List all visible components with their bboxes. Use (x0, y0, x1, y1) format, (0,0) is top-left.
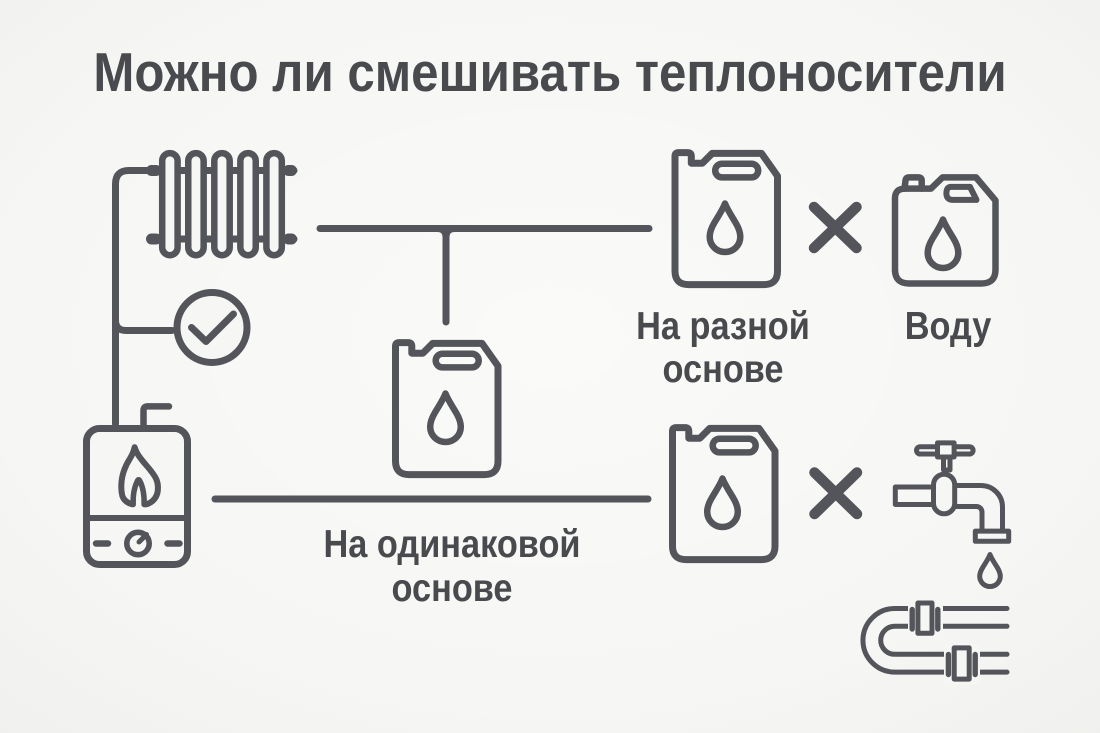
boiler-flue-pipe (140, 403, 173, 431)
label-different-base: На разной основе (582, 305, 864, 391)
label-same-base: На одинаковой основе (311, 523, 593, 611)
pipe-coupler-bottom (944, 643, 980, 685)
water-canister-icon (891, 174, 999, 287)
line-tee-to-middle-canister (433, 225, 459, 326)
pipe-coupler-flanges (945, 651, 978, 678)
jerrycan-icon-same-base (673, 428, 776, 560)
flame-icon (118, 444, 161, 508)
faucet-handle-hub (935, 440, 957, 460)
page-title: Можно ли смешивать теплоносители (93, 41, 1007, 103)
radiator-section (211, 149, 233, 259)
water-drop-icon (977, 552, 1003, 589)
jerrycan-icon-different-base (675, 153, 778, 285)
pipe-coupler-top (908, 598, 943, 638)
flame-outer (118, 444, 161, 508)
branch-to-check (112, 316, 176, 334)
radiator-connectors (146, 165, 297, 245)
drop-icon (928, 220, 959, 269)
boiler-dial-indicator (136, 532, 149, 545)
radiator-section (263, 149, 286, 259)
cross-icon-bottom (809, 467, 863, 520)
faucet-spout-inner (953, 504, 985, 535)
radiator-section (237, 149, 260, 259)
radiator-section (158, 149, 181, 259)
water-canister-body (891, 174, 999, 287)
label-same-base-line2: основе (391, 567, 513, 610)
pipe-coupler-flanges (909, 606, 941, 632)
water-canister-cap (901, 174, 925, 192)
label-different-base-line2: основе (662, 348, 784, 391)
pipe-radiator-to-boiler (112, 167, 153, 428)
pipe-coupler-union (951, 645, 972, 682)
checkmark (188, 310, 237, 345)
check-circle (173, 289, 251, 366)
flame-inner (130, 477, 147, 508)
faucet-spout-outer (953, 483, 1005, 535)
label-same-base-line1: На одинаковой (323, 523, 581, 566)
water-canister-handle (943, 183, 980, 203)
connector-lines (112, 167, 653, 503)
label-different-base-line1: На разной (636, 305, 810, 348)
cross-strokes (808, 201, 862, 254)
faucet-body (931, 471, 958, 517)
jerrycan-icon-middle (396, 343, 499, 475)
label-water: Воду (904, 305, 992, 348)
boiler-icon (83, 403, 191, 568)
pipe-tube (860, 606, 1010, 675)
pipe-coupler-union (915, 600, 935, 636)
cross-icon-top (808, 201, 862, 254)
radiator-section (185, 149, 207, 259)
pipe-icon (860, 598, 1010, 685)
boiler-body (83, 425, 191, 568)
faucet-flange (972, 528, 1012, 544)
check-circle-icon (173, 289, 251, 366)
faucet-icon (892, 440, 1012, 589)
radiator-icon (146, 149, 298, 259)
cross-strokes (809, 467, 863, 520)
